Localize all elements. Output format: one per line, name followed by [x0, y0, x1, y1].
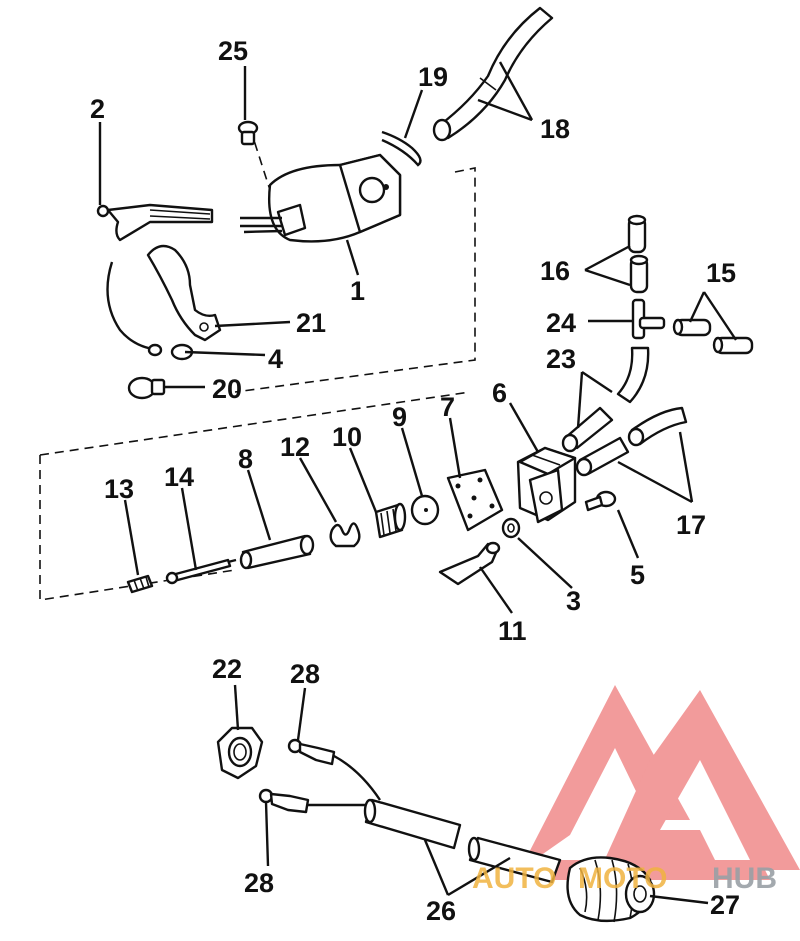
- screw-20-part: [127, 376, 166, 400]
- callout-labels: 2 25 1 19 18 21 4 20 16 15 24 23 6 17 5 …: [90, 36, 740, 926]
- callout-16: 16: [540, 256, 570, 286]
- hose-17-part: [575, 406, 688, 477]
- nut-22-part: [216, 726, 264, 780]
- callout-11: 11: [498, 616, 527, 646]
- callout-22: 22: [212, 654, 242, 684]
- disc-9-part: [410, 494, 440, 526]
- callout-4: 4: [268, 344, 283, 374]
- hose-16-part: [627, 214, 649, 294]
- gasket-7-part: [446, 468, 504, 532]
- callout-6: 6: [492, 378, 507, 408]
- hose-23-part: [561, 346, 650, 453]
- callout-23: 23: [546, 344, 576, 374]
- callout-2: 2: [90, 94, 105, 124]
- screw-5-part: [584, 490, 617, 512]
- terminal-28a-part: [287, 738, 381, 801]
- pin-14-part: [165, 558, 237, 585]
- callout-12: 12: [280, 432, 310, 462]
- spring-13-part: [126, 574, 154, 594]
- watermark-text-moto: MOTO: [578, 862, 667, 895]
- callout-18: 18: [540, 114, 570, 144]
- watermark-logo: [520, 685, 800, 880]
- solenoid-part: [240, 153, 402, 243]
- callout-26: 26: [426, 896, 456, 926]
- callout-24: 24: [546, 308, 576, 338]
- wire-2-part: [96, 203, 214, 242]
- lead-4-part: [106, 261, 194, 361]
- callout-27: 27: [710, 890, 740, 920]
- hose-15-part: [672, 318, 754, 355]
- terminal-28b-part: [258, 788, 380, 814]
- pump-body-6-part: [516, 446, 577, 524]
- lever-11-part: [438, 541, 501, 586]
- callout-17: 17: [676, 510, 706, 540]
- sleeve-26-part: [363, 798, 562, 884]
- callout-14: 14: [164, 462, 194, 492]
- spring-12-part: [329, 522, 361, 548]
- hose-18-part: [432, 6, 554, 142]
- watermark-wordmark: AUTO MOTO HUB: [472, 862, 777, 895]
- callout-28-top: 28: [290, 659, 320, 689]
- callout-5: 5: [630, 560, 645, 590]
- leader-lines: [98, 61, 737, 905]
- callout-10: 10: [332, 422, 362, 452]
- callout-20: 20: [212, 374, 242, 404]
- callout-15: 15: [706, 258, 736, 288]
- callout-3: 3: [566, 586, 581, 616]
- watermark-text-hub: HUB: [712, 862, 777, 895]
- callout-1: 1: [350, 276, 365, 306]
- washer-3-part: [501, 517, 521, 539]
- watermark-text-auto: AUTO: [472, 862, 556, 895]
- clip-19-part: [381, 130, 422, 167]
- callout-19: 19: [418, 62, 448, 92]
- piston-8-part: [239, 534, 315, 570]
- dashed-outline: [39, 127, 476, 601]
- callout-21: 21: [296, 308, 326, 338]
- bracket-21-part: [146, 244, 222, 342]
- callout-25: 25: [218, 36, 248, 66]
- callout-7: 7: [440, 392, 455, 422]
- callout-28-bottom: 28: [244, 868, 274, 898]
- callout-9: 9: [392, 402, 407, 432]
- callout-13: 13: [104, 474, 134, 504]
- bearing-10-part: [374, 502, 407, 539]
- callout-8: 8: [238, 444, 253, 474]
- tee-24-part: [631, 298, 666, 340]
- screw-25-part: [237, 120, 259, 146]
- grommet-27-part: [566, 856, 656, 923]
